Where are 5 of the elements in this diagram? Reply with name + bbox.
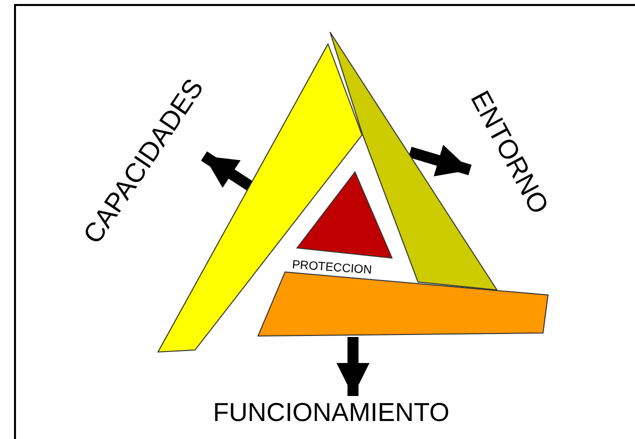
arrow <box>408 144 472 176</box>
heading-text: FUNCIONAMIENTO <box>213 397 450 428</box>
arrow <box>336 337 370 396</box>
node-label: PROTECCION <box>292 257 372 277</box>
arrow <box>201 151 253 191</box>
